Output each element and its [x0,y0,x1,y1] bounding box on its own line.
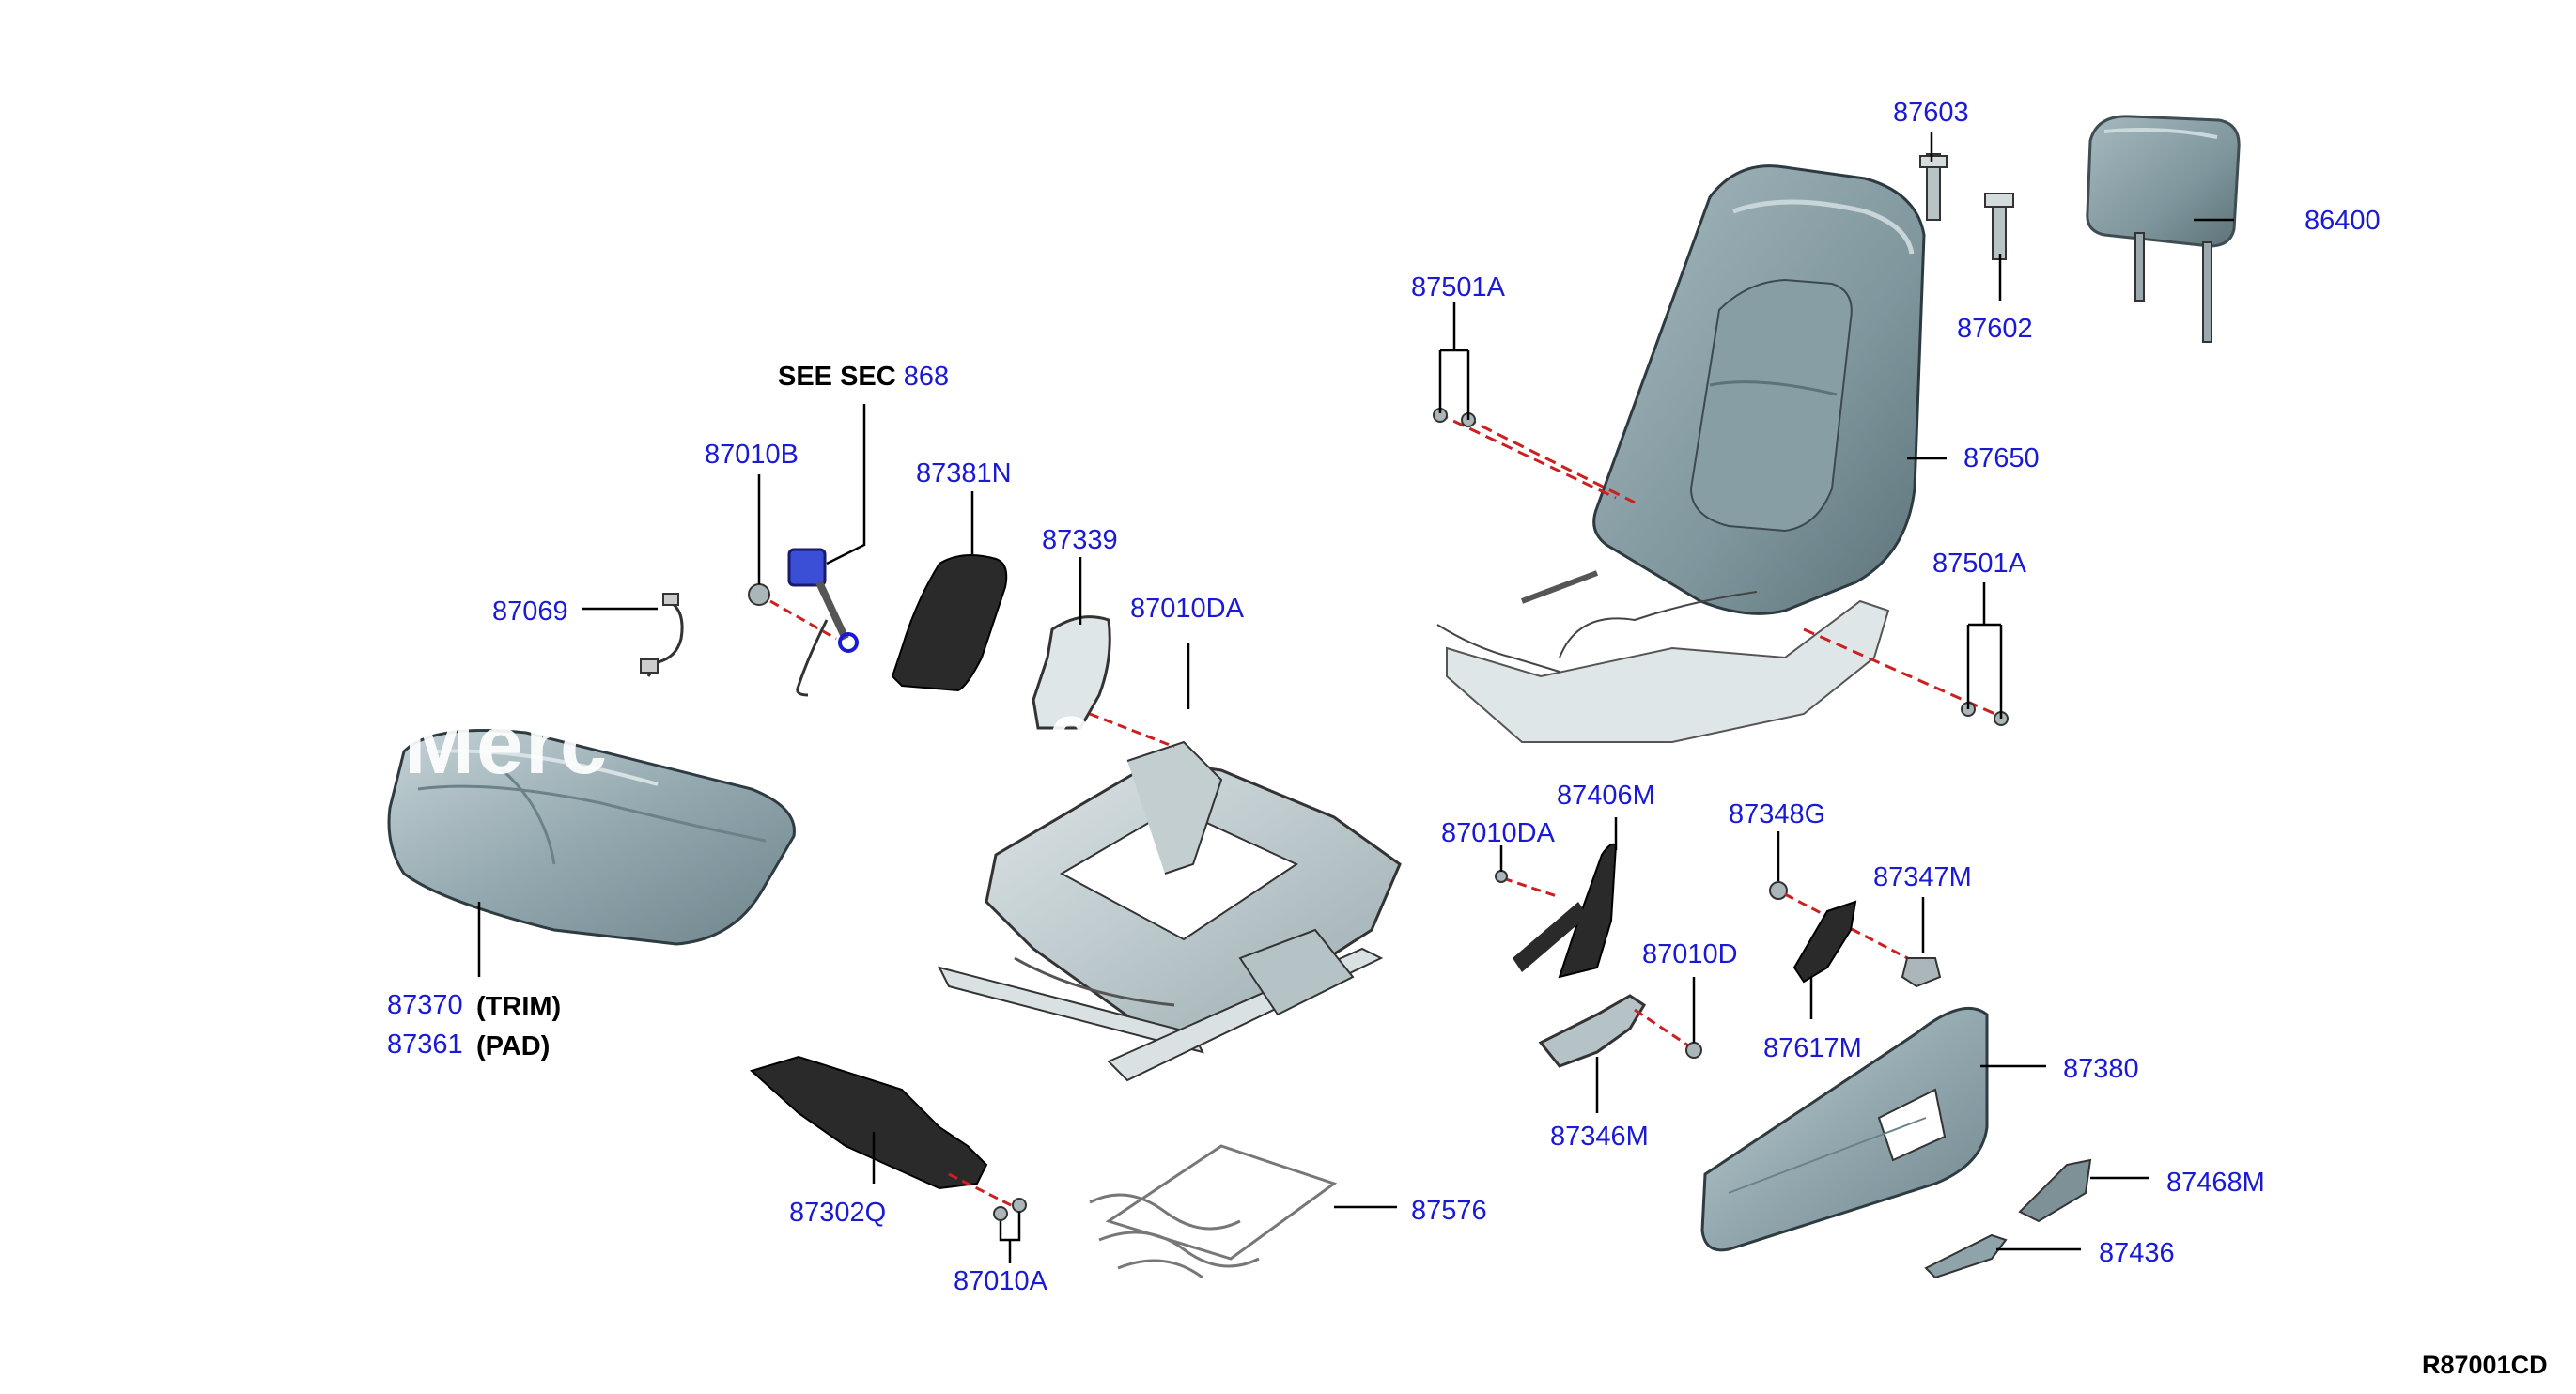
label-87406M[interactable]: 87406M [1557,781,1655,811]
label-87010B[interactable]: 87010B [705,440,799,470]
label-87381N[interactable]: 87381N [916,458,1012,488]
nut-87348G [1769,881,1788,900]
label-87603[interactable]: 87603 [1893,98,1969,128]
label-87010DA-top[interactable]: 87010DA [1130,594,1244,624]
label-87501A-right[interactable]: 87501A [1932,549,2026,579]
label-87436[interactable]: 87436 [2099,1238,2175,1268]
label-87380[interactable]: 87380 [2063,1054,2139,1084]
pad-note: (PAD) [476,1031,551,1061]
label-86400[interactable]: 86400 [2304,206,2381,236]
cover-87381N [891,554,1008,692]
diagram-code: R87001CD [2422,1351,2548,1379]
label-87348G[interactable]: 87348G [1729,799,1826,829]
bracket-87346M [1538,994,1647,1068]
label-87346M[interactable]: 87346M [1550,1122,1649,1152]
knob-87347M [1901,957,1942,988]
frame-87406M [1513,843,1618,979]
spring-87576 [1089,1144,1338,1279]
seat-frame-part [938,740,1402,1082]
see-sec-text: SEE SEC [778,362,896,392]
label-87010DA-mid[interactable]: 87010DA [1441,818,1555,848]
label-87501A-top[interactable]: 87501A [1411,272,1505,302]
label-87576[interactable]: 87576 [1411,1196,1487,1226]
knob-87468M [2018,1158,2092,1223]
label-87617M[interactable]: 87617M [1763,1033,1862,1063]
label-87302Q[interactable]: 87302Q [789,1198,887,1228]
side-cover-87380 [1700,1006,1989,1252]
bolt-87603 [1919,153,1948,221]
label-87602[interactable]: 87602 [1957,314,2033,344]
watermark-left: Merc [404,698,610,792]
label-87347M[interactable]: 87347M [1873,862,1972,892]
bracket-87617M [1792,900,1857,984]
label-87468M[interactable]: 87468M [2166,1168,2265,1198]
label-87361[interactable]: 87361 [387,1030,463,1060]
headrest-part [2086,115,2241,343]
see-sec-link[interactable]: 868 [903,362,950,392]
bolt-87010B [748,583,770,606]
bolt-87602 [1984,193,2014,260]
watermark-mid: 0 [1047,700,1097,794]
label-87010A[interactable]: 87010A [954,1266,1047,1296]
label-87010D[interactable]: 87010D [1642,939,1738,969]
label-87370[interactable]: 87370 [387,990,463,1020]
trim-note: (TRIM) [476,992,562,1022]
knob-87436 [1924,1233,2008,1279]
buckle-part [787,548,859,697]
seat-back-part [1436,164,1926,743]
bracket-87302Q [750,1055,988,1190]
label-87069[interactable]: 87069 [492,596,568,627]
label-87650[interactable]: 87650 [1963,443,2040,473]
leader-lines [477,132,2234,1263]
seat-cushion-part [387,729,796,946]
see-sec-note: SEE SEC 868 [778,364,949,391]
label-87339[interactable]: 87339 [1042,525,1118,555]
wire-87069 [640,593,684,677]
bracket-87339 [1032,615,1111,730]
